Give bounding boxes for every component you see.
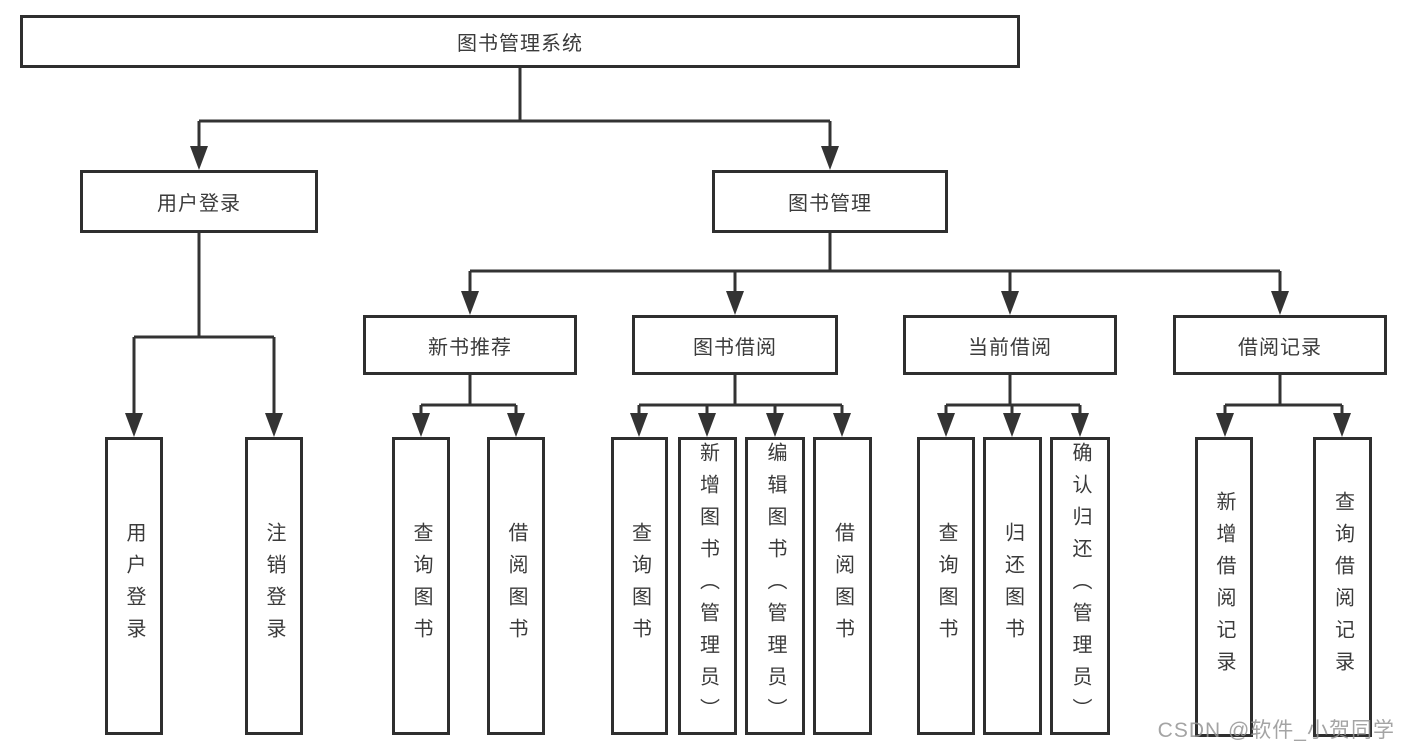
- leaf-borrowing-borrow-books-label: 借阅图书: [831, 522, 854, 650]
- leaf-query-borrow-record: 查询借阅记录: [1313, 437, 1372, 737]
- leaf-recommend-borrow-books: 借阅图书: [487, 437, 545, 735]
- node-root-label: 图书管理系统: [457, 33, 583, 55]
- leaf-borrowing-borrow-books: 借阅图书: [813, 437, 872, 735]
- node-current-borrowing-label: 当前借阅: [968, 336, 1052, 359]
- leaf-query-borrow-record-label: 查询借阅记录: [1331, 491, 1354, 683]
- arrowheads: [125, 146, 1351, 437]
- leaf-recommend-query-books-label: 查询图书: [410, 522, 432, 650]
- node-borrowing-records: 借阅记录: [1173, 315, 1387, 375]
- leaf-confirm-return-admin-label: 确认归还（管理员）: [1069, 442, 1091, 730]
- leaf-user-login: 用户登录: [105, 437, 163, 735]
- node-root: 图书管理系统: [20, 15, 1020, 68]
- leaf-edit-books-admin: 编辑图书（管理员）: [745, 437, 805, 735]
- leaf-edit-books-admin-label: 编辑图书（管理员）: [764, 442, 786, 730]
- node-new-book-recommend-label: 新书推荐: [428, 336, 512, 359]
- leaf-user-login-label: 用户登录: [123, 522, 145, 650]
- leaf-borrowing-query-books: 查询图书: [611, 437, 668, 735]
- leaf-return-books-label: 归还图书: [1001, 522, 1024, 650]
- leaf-add-borrow-record-label: 新增借阅记录: [1213, 491, 1235, 683]
- node-new-book-recommend: 新书推荐: [363, 315, 577, 375]
- leaf-logout: 注销登录: [245, 437, 303, 735]
- leaf-recommend-query-books: 查询图书: [392, 437, 450, 735]
- node-borrowing-records-label: 借阅记录: [1238, 336, 1322, 359]
- leaf-recommend-borrow-books-label: 借阅图书: [505, 522, 527, 650]
- node-current-borrowing: 当前借阅: [903, 315, 1117, 375]
- leaf-logout-label: 注销登录: [263, 522, 285, 650]
- leaf-current-query-books: 查询图书: [917, 437, 975, 735]
- node-book-management: 图书管理: [712, 170, 948, 233]
- leaf-borrowing-query-books-label: 查询图书: [628, 522, 651, 650]
- node-book-borrowing: 图书借阅: [632, 315, 838, 375]
- node-book-borrowing-label: 图书借阅: [693, 336, 777, 359]
- node-user-login: 用户登录: [80, 170, 318, 233]
- leaf-confirm-return-admin: 确认归还（管理员）: [1050, 437, 1110, 735]
- leaf-return-books: 归还图书: [983, 437, 1042, 735]
- leaf-add-books-admin-label: 新增图书（管理员）: [696, 442, 719, 730]
- leaf-current-query-books-label: 查询图书: [935, 522, 957, 650]
- node-user-login-label: 用户登录: [157, 193, 241, 215]
- leaf-add-borrow-record: 新增借阅记录: [1195, 437, 1253, 737]
- csdn-watermark: CSDN @软件_小贺同学: [1157, 719, 1395, 742]
- node-book-management-label: 图书管理: [788, 193, 872, 215]
- leaf-add-books-admin: 新增图书（管理员）: [678, 437, 737, 735]
